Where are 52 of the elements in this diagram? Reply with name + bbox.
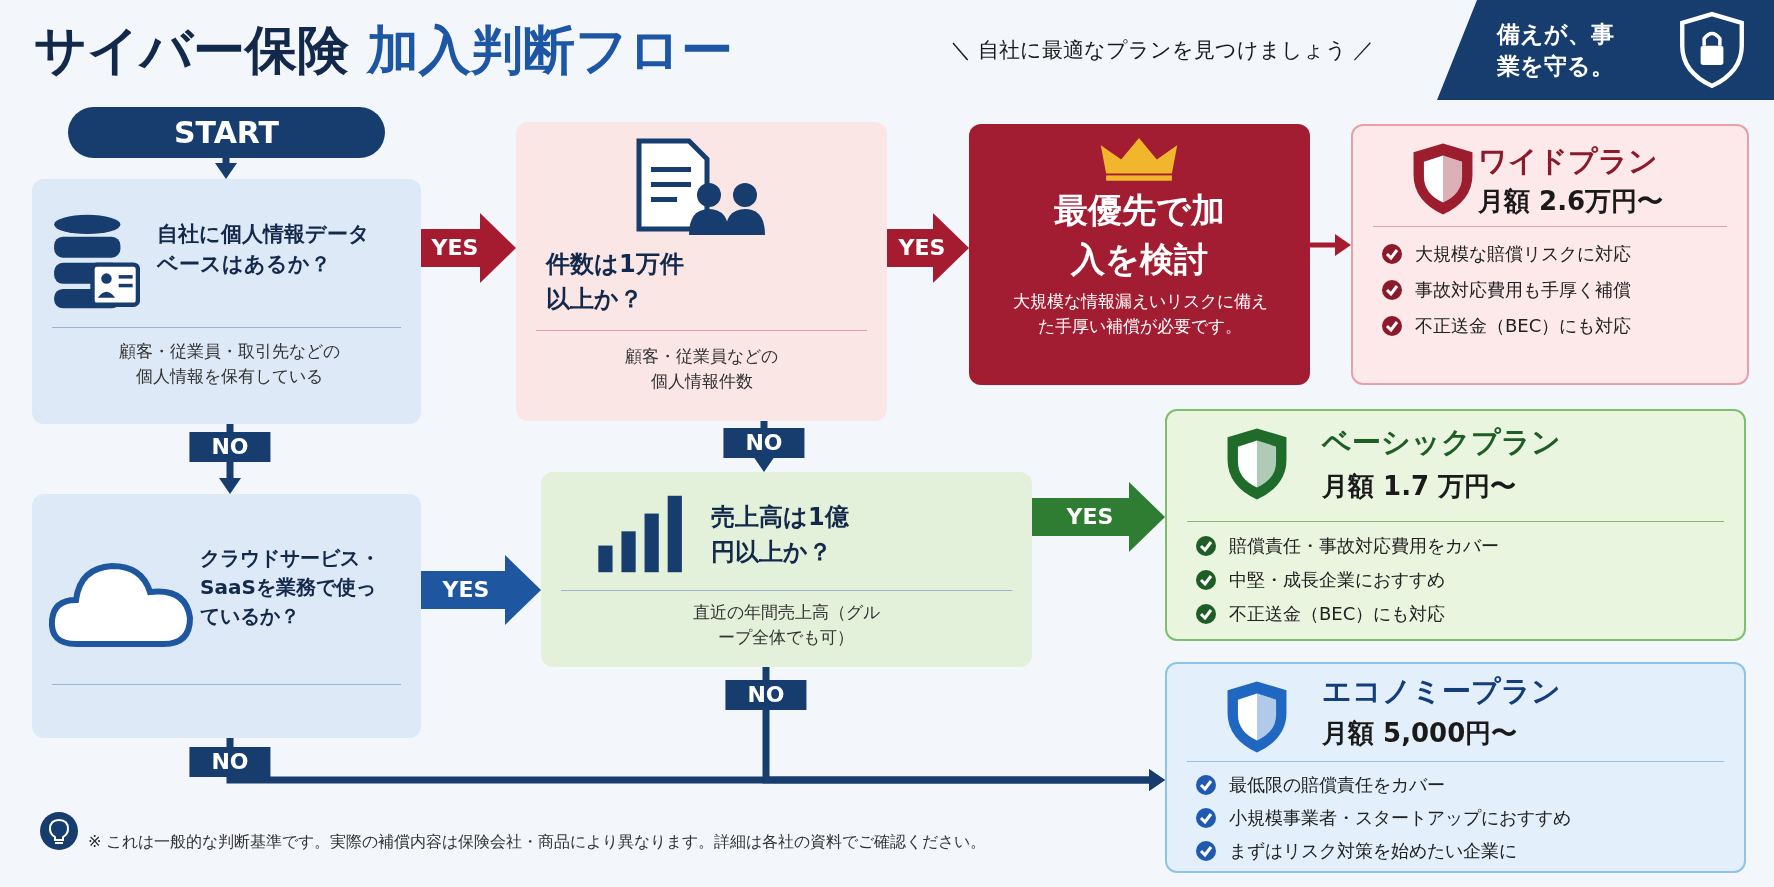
question-text: クラウドサービス・SaaSを業務で使っているか？ <box>200 545 380 630</box>
slogan-text: 備えが、事業を守る。 <box>1497 20 1615 81</box>
question-text: 件数は1万件以上か？ <box>546 249 685 315</box>
plan-card <box>1165 662 1746 873</box>
plan-feature: 最低限の賠償責任をカバー <box>1229 773 1445 797</box>
question-box <box>541 472 1032 667</box>
plan-feature: 大規模な賠償リスクに対応 <box>1415 242 1631 266</box>
block-arrow <box>887 213 969 283</box>
edge-label: NO <box>725 680 807 710</box>
arrow <box>215 158 237 179</box>
plan-name: ベーシックプラン <box>1322 424 1561 461</box>
note-text: 直近の年間売上高（グループ全体でも可） <box>691 601 881 649</box>
edge-label: YES <box>441 576 491 604</box>
edge-label: NO <box>723 428 805 458</box>
question-text: 自社に個人情報データベースはあるか？ <box>157 221 371 278</box>
plan-card <box>1165 409 1746 641</box>
question-box <box>32 179 421 424</box>
plan-card <box>1351 124 1749 385</box>
edge-label: NO <box>189 747 271 777</box>
price-text: 月額 2.6万円〜 <box>1478 185 1664 218</box>
question-text: 売上高は1億円以上か？ <box>711 502 850 568</box>
price-text: 月額 1.7 万円〜 <box>1322 470 1517 503</box>
question-box <box>32 494 421 738</box>
edge-label: YES <box>430 234 480 262</box>
block-arrow <box>421 213 516 283</box>
edge-label: NO <box>189 432 271 462</box>
edge-label: YES <box>897 234 947 262</box>
block-arrow <box>1032 482 1165 552</box>
plan-feature: 賠償責任・事故対応費用をカバー <box>1229 534 1499 558</box>
headline: 最優先で加入を検討 <box>1053 189 1226 281</box>
priority-box <box>969 124 1310 385</box>
title: サイバー保険 加入判断フロー <box>34 19 734 82</box>
note-text: 大規模な情報漏えいリスクに備えた手厚い補償が必要です。 <box>1011 290 1269 338</box>
plan-feature: 不正送金（BEC）にも対応 <box>1229 602 1446 626</box>
note-text: 顧客・従業員・取引先などの個人情報を保有している <box>117 340 341 388</box>
arrow <box>1310 234 1351 256</box>
edge-label: YES <box>1065 503 1115 531</box>
plan-feature: 小規模事業者・スタートアップにおすすめ <box>1229 806 1571 830</box>
note-text: 顧客・従業員などの個人情報件数 <box>624 345 779 393</box>
block-arrow <box>421 555 541 625</box>
question-box <box>516 122 887 421</box>
plan-name: エコノミープラン <box>1322 673 1561 710</box>
start-terminal: START <box>68 107 385 158</box>
plan-feature: まずはリスク対策を始めたい企業に <box>1229 839 1517 863</box>
plan-feature: 不正送金（BEC）にも対応 <box>1415 314 1632 338</box>
footnote: ※ これは一般的な判断基準です。実際の補償内容は保険会社・商品により異なります。詳細は各社の資料でご確認ください。 <box>88 832 987 853</box>
arrow <box>762 667 1165 791</box>
subtitle: ＼ 自社に最適なプランを見つけましょう ／ <box>950 37 1375 64</box>
plan-feature: 事故対応費用も手厚く補償 <box>1415 278 1631 302</box>
price-text: 月額 5,000円〜 <box>1322 717 1518 750</box>
plan-feature: 中堅・成長企業におすすめ <box>1229 568 1445 592</box>
plan-name: ワイドプラン <box>1478 143 1658 180</box>
